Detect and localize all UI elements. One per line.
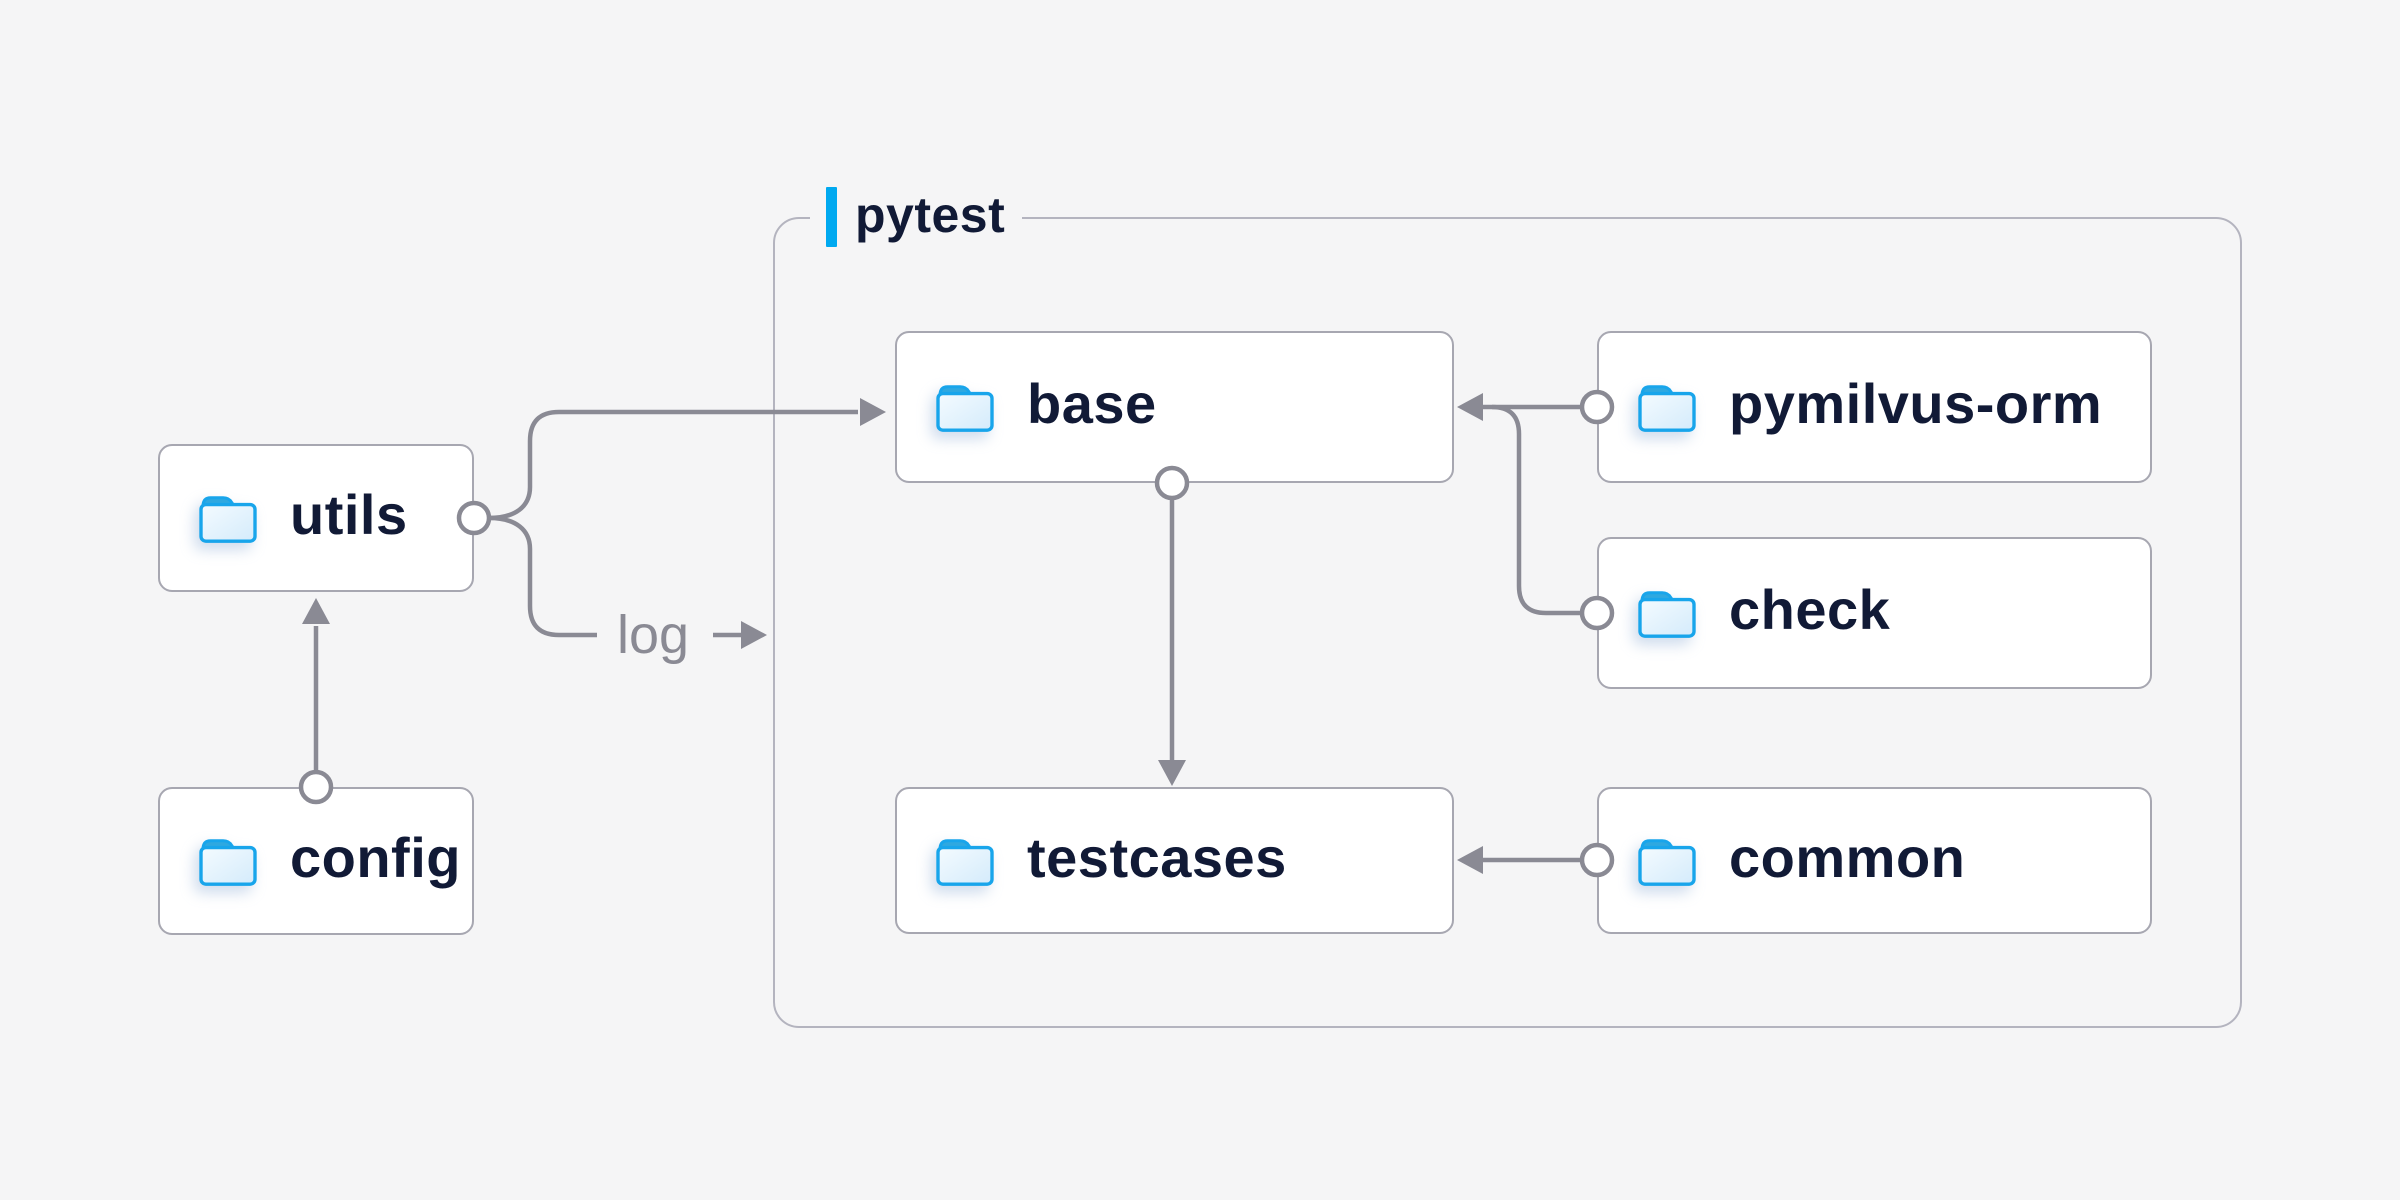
- node-common: common: [1597, 787, 2152, 934]
- folder-icon: [199, 496, 257, 543]
- folder-icon: [936, 838, 994, 886]
- node-label: check: [1729, 578, 1891, 641]
- pytest-group-label-text: pytest: [855, 187, 1006, 243]
- node-testcases: testcases: [895, 787, 1454, 934]
- node-label: config: [290, 826, 461, 889]
- node-base: base: [895, 331, 1454, 483]
- pytest-group-label: pytest: [810, 179, 1022, 255]
- edge-config-utils: [298, 598, 334, 805]
- edge-label-log: log: [616, 605, 690, 665]
- folder-icon: [936, 385, 994, 432]
- node-label: base: [1027, 372, 1157, 435]
- node-label: testcases: [1027, 825, 1287, 889]
- node-label: pymilvus-orm: [1729, 372, 2103, 435]
- folder-icon: [1638, 385, 1696, 432]
- node-config: config: [158, 787, 474, 935]
- folder-icon: [1638, 591, 1696, 638]
- node-pymilvus-orm: pymilvus-orm: [1597, 331, 2152, 483]
- node-label: utils: [290, 483, 408, 546]
- node-label: common: [1729, 825, 1966, 889]
- pytest-group-container: [773, 217, 2242, 1028]
- node-check: check: [1597, 537, 2152, 689]
- accent-bar-icon: [826, 187, 837, 247]
- folder-icon: [1638, 838, 1696, 886]
- node-utils: utils: [158, 444, 474, 592]
- folder-icon: [199, 839, 257, 886]
